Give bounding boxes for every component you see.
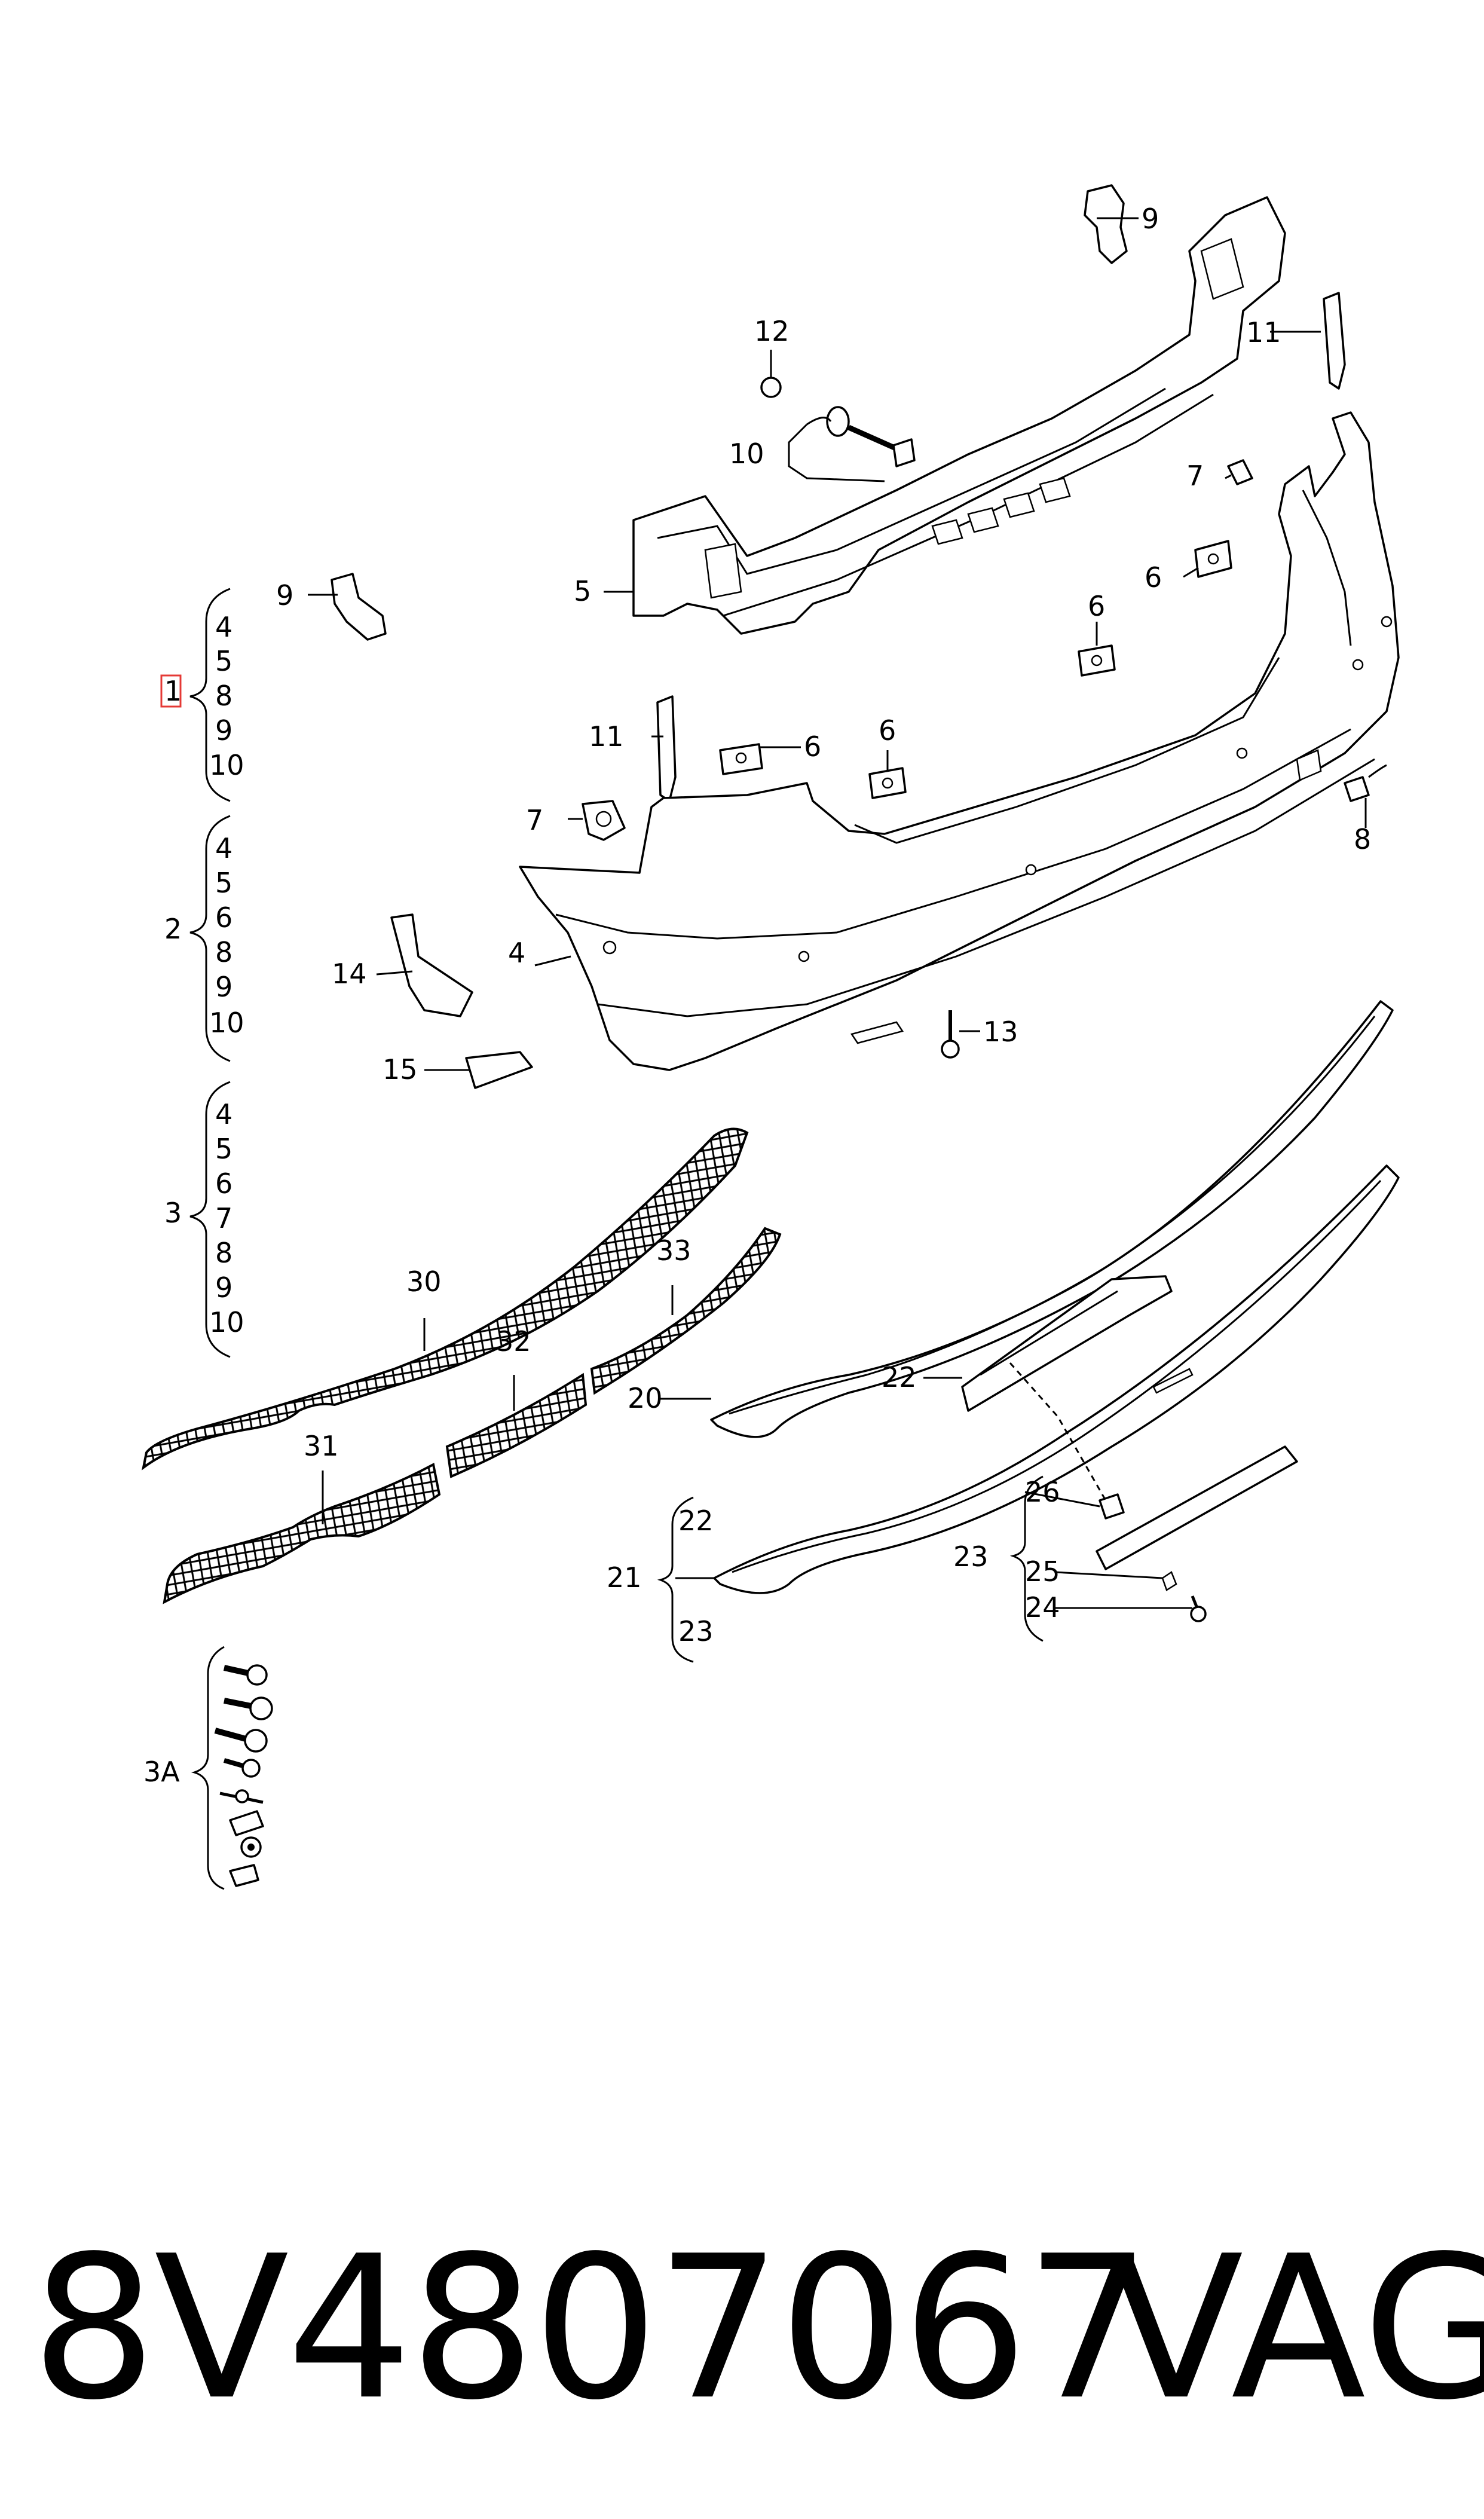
diffuser-trim-upper xyxy=(710,1000,1394,1438)
callout-11: 11 xyxy=(589,720,624,753)
callout-6: 6 xyxy=(1088,590,1105,622)
callout-4: 4 xyxy=(508,937,525,969)
callout-labels: 5 9 9 11 11 12 10 6 6 6 6 7 7 8 4 14 15 … xyxy=(276,203,1371,1647)
mesh-grille-right xyxy=(590,1227,782,1395)
group-2-item: 8 xyxy=(215,936,232,968)
nut-icon xyxy=(240,1836,262,1858)
highlight-box xyxy=(160,674,182,708)
brand-name: VAG xyxy=(1109,2214,1484,2443)
group-1-item: 8 xyxy=(215,680,232,712)
guide-right xyxy=(1323,292,1346,390)
guide-left xyxy=(656,695,677,802)
group-3-item: 4 xyxy=(215,1098,232,1130)
callout-8: 8 xyxy=(1354,823,1371,855)
group-1-bracket: 1 4 5 8 9 10 xyxy=(160,588,244,802)
group-3-bracket: 3 4 5 6 7 8 9 10 xyxy=(164,1081,244,1358)
callout-11: 11 xyxy=(1246,316,1281,348)
callout-24: 24 xyxy=(1025,1591,1060,1624)
callout-10: 10 xyxy=(729,438,764,470)
group-3-item: 9 xyxy=(215,1271,232,1304)
callout-13: 13 xyxy=(983,1016,1018,1048)
group-3-item: 6 xyxy=(215,1167,232,1200)
group-1-item: 5 xyxy=(215,645,232,677)
callout-33: 33 xyxy=(656,1234,691,1267)
bolt-assembly xyxy=(760,377,916,467)
group-2-item: 4 xyxy=(215,832,232,864)
callout-9: 9 xyxy=(1142,203,1159,235)
reflector-strip xyxy=(1096,1445,1298,1622)
callout-30: 30 xyxy=(406,1265,442,1298)
screw-icon xyxy=(223,1664,268,1686)
group-1-item: 10 xyxy=(209,749,244,781)
group-3-item: 10 xyxy=(209,1306,244,1338)
callout-15: 15 xyxy=(383,1053,418,1086)
callout-5: 5 xyxy=(574,575,591,607)
reflector-panel xyxy=(390,913,473,1017)
mesh-grille-lower xyxy=(163,1462,441,1604)
group-23-bracket xyxy=(1009,1475,1044,1642)
group-2-bracket: 2 4 5 6 8 9 10 xyxy=(164,815,244,1062)
retainer xyxy=(1078,644,1116,677)
tow-eye-cover xyxy=(1344,764,1387,802)
sensor-holder xyxy=(1227,459,1253,485)
callout-31: 31 xyxy=(304,1430,339,1462)
leader-lines xyxy=(308,217,1367,1609)
side-bracket-left xyxy=(331,573,387,641)
sensor-holder xyxy=(582,800,626,841)
mesh-grille-upper xyxy=(142,1127,749,1471)
callout-6: 6 xyxy=(804,730,821,763)
callout-2: 2 xyxy=(164,913,182,945)
retainer xyxy=(868,767,907,799)
group-3-item: 7 xyxy=(215,1202,232,1234)
group-21-bracket xyxy=(657,1496,694,1663)
screw-icon xyxy=(223,1758,261,1778)
callout-1: 1 xyxy=(164,675,182,707)
callout-14: 14 xyxy=(332,958,367,990)
group-2-item: 10 xyxy=(209,1007,244,1039)
group-2-item: 9 xyxy=(215,971,232,1003)
group-3-item: 5 xyxy=(215,1133,232,1165)
retainer xyxy=(1194,540,1232,578)
callout-22: 22 xyxy=(882,1361,917,1393)
screw-icon xyxy=(224,1696,273,1720)
retainer xyxy=(719,743,763,775)
callout-7: 7 xyxy=(526,804,543,836)
group-2-item: 6 xyxy=(215,901,232,934)
callout-32: 32 xyxy=(496,1325,531,1358)
clip-icon xyxy=(229,1810,264,1836)
callout-22: 22 xyxy=(678,1505,714,1537)
group-2-item: 5 xyxy=(215,867,232,899)
group-3-item: 8 xyxy=(215,1237,232,1269)
callout-12: 12 xyxy=(754,315,790,347)
fastener-kit: 3A xyxy=(143,1646,273,1890)
callout-3: 3 xyxy=(164,1197,182,1229)
screw-icon xyxy=(941,1010,960,1059)
callout-6: 6 xyxy=(879,714,896,747)
mesh-grille-center xyxy=(445,1372,588,1478)
group-1-item: 4 xyxy=(215,611,232,643)
callout-7: 7 xyxy=(1186,460,1204,492)
callout-23: 23 xyxy=(953,1540,989,1573)
group-1-item: 9 xyxy=(215,714,232,747)
rivet-icon xyxy=(219,1789,264,1804)
trim-piece xyxy=(465,1051,533,1089)
callout-26: 26 xyxy=(1025,1476,1060,1508)
callout-21: 21 xyxy=(607,1561,642,1594)
side-bracket-right xyxy=(1084,184,1128,264)
diffuser-trim-lower xyxy=(713,1164,1400,1594)
callout-25: 25 xyxy=(1025,1555,1060,1588)
screw-icon xyxy=(214,1728,268,1753)
clip-icon xyxy=(229,1864,259,1887)
callout-20: 20 xyxy=(628,1382,663,1414)
callout-9: 9 xyxy=(276,579,293,612)
bumper-cover xyxy=(519,411,1400,1071)
part-number: 8V4807067 xyxy=(31,2214,1151,2443)
callout-6: 6 xyxy=(1145,561,1162,594)
impact-bracket xyxy=(632,196,1286,635)
callout-23: 23 xyxy=(678,1615,714,1647)
callout-3a: 3A xyxy=(143,1756,180,1788)
